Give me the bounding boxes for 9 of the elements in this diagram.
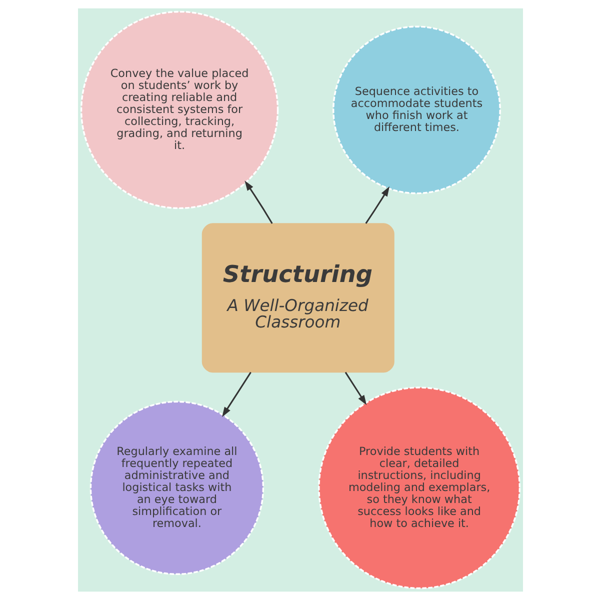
node-circle: Sequence activities to accommodate students who finish work at different times. bbox=[332, 26, 500, 194]
node-circle: Convey the value placed on students’ work by creating reliable and consistent systems for collecting, tracking, grading, and returning it. bbox=[80, 10, 278, 210]
arrow bbox=[344, 372, 366, 406]
arrow bbox=[222, 372, 251, 417]
node-box: Structuring A Well-Organized Classroom bbox=[201, 223, 394, 373]
arrow bbox=[364, 186, 390, 224]
node-circle: Provide students with clear, detailed instructions, including modeling and exemplars, so they know what success looks like and how to achieve it. bbox=[318, 386, 520, 590]
node-circle: Regularly examine all frequently repeated administrative and logistical tasks with an eye toward simplification or removal. bbox=[89, 400, 264, 576]
arrow bbox=[244, 180, 272, 224]
